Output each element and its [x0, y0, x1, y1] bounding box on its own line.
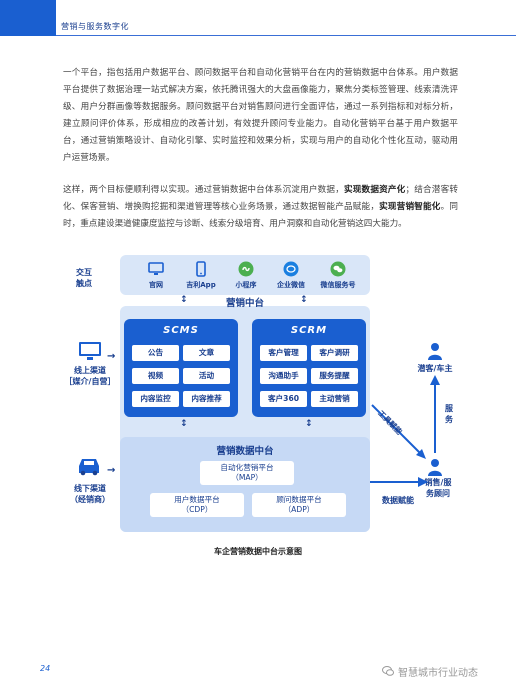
- data-hub-box: 营销数据中台 自动化营销平台（MAP） 用户数据平台（CDP） 顾问数据平台（A…: [120, 437, 370, 532]
- arrow-updown: ↕: [305, 419, 313, 429]
- car-icon: [79, 459, 99, 476]
- online-channel-label: 线上渠道［媒介/自营］: [64, 366, 116, 386]
- scrm-chip: 客户360: [260, 391, 307, 407]
- monitor-icon: [79, 342, 101, 360]
- data-hub-title: 营销数据中台: [216, 446, 274, 457]
- touchpoint-miniprogram: 小程序: [224, 261, 268, 290]
- scms-chip: 文章: [183, 345, 230, 361]
- emphasis-data-asset: 实现数据资产化: [344, 185, 406, 195]
- scrm-chip: 主动营销: [311, 391, 358, 407]
- wecom-icon: [283, 261, 299, 277]
- running-title: 营销与服务数字化: [61, 22, 129, 31]
- watermark-text: 智慧城市行业动态: [398, 668, 478, 679]
- prospect-label: 潜客/车主: [417, 364, 453, 373]
- scms-chip: 公告: [132, 345, 179, 361]
- scms-chip: 内容监控: [132, 391, 179, 407]
- person-icon: [428, 459, 442, 476]
- scrm-chip: 客户调研: [311, 345, 358, 361]
- scms-chip: 视频: [132, 368, 179, 384]
- touchpoint-website: 官网: [134, 261, 178, 290]
- person-icon: [428, 343, 442, 360]
- scrm-panel: SCRM 客户管理 客户调研 沟通助手 服务提醒 客户360 主动营销: [252, 319, 366, 417]
- arrow-right: →: [107, 351, 116, 362]
- scrm-title: SCRM: [290, 325, 328, 336]
- header-accent-bar: [0, 0, 56, 36]
- paragraph-1: 一个平台，指包括用户数据平台、顾问数据平台和自动化营销平台在内的营销数据中台体系…: [63, 68, 458, 163]
- marketing-data-hub-diagram: 交互 触点 官网 吉利App 小程序 企业微信 微信服务号 ↕ ↕ 营销中台: [0, 255, 516, 565]
- page-number: 24: [40, 664, 51, 673]
- arrow-updown: ↕: [180, 295, 188, 305]
- figure-caption: 车企营销数据中台示意图: [214, 547, 302, 556]
- miniprogram-icon: [238, 261, 254, 277]
- touchpoint-wechat-service: 微信服务号: [316, 261, 360, 290]
- scrm-chip: 客户管理: [260, 345, 307, 361]
- marketing-hub-title: 营销中台: [225, 298, 264, 309]
- arrow-right: →: [107, 465, 116, 476]
- platform-map: 自动化营销平台（MAP）: [200, 461, 294, 485]
- paragraph-2: 这样，两个目标便顺利得以实现。通过营销数据中台体系沉淀用户数据，实现数据资产化；…: [63, 185, 458, 229]
- scms-title: SCMS: [163, 325, 199, 336]
- arrow-updown: ↕: [300, 295, 308, 305]
- scms-panel: SCMS 公告 文章 视频 活动 内容监控 内容推荐: [124, 319, 238, 417]
- wechat-icon: [330, 261, 346, 277]
- flow-connectors: [370, 375, 440, 487]
- platform-cdp: 用户数据平台（CDP）: [150, 493, 244, 517]
- sales-consultant-label: 销售/服务顾问: [424, 478, 452, 498]
- emphasis-marketing-intelligence: 实现营销智能化: [379, 202, 441, 212]
- scrm-chip: 服务提醒: [311, 368, 358, 384]
- data-enable-label: 数据赋能: [382, 496, 414, 505]
- scms-chip: 活动: [183, 368, 230, 384]
- page-header: 营销与服务数字化: [0, 0, 516, 36]
- phone-icon: [196, 261, 206, 277]
- platform-adp: 顾问数据平台（ADP）: [252, 493, 346, 517]
- header-rule: [56, 35, 516, 36]
- touchpoint-wecom: 企业微信: [269, 261, 313, 290]
- service-label: 服务: [445, 404, 453, 424]
- touchpoints-bar: 官网 吉利App 小程序 企业微信 微信服务号: [120, 255, 370, 295]
- monitor-icon: [148, 262, 164, 275]
- scms-chip: 内容推荐: [183, 391, 230, 407]
- wechat-icon: [382, 666, 394, 676]
- offline-channel-label: 线下渠道（经销商）: [70, 484, 110, 504]
- touchpoint-side-label: 交互 触点: [76, 268, 92, 288]
- touchpoint-app: 吉利App: [179, 261, 223, 290]
- scrm-chip: 沟通助手: [260, 368, 307, 384]
- arrow-updown: ↕: [180, 419, 188, 429]
